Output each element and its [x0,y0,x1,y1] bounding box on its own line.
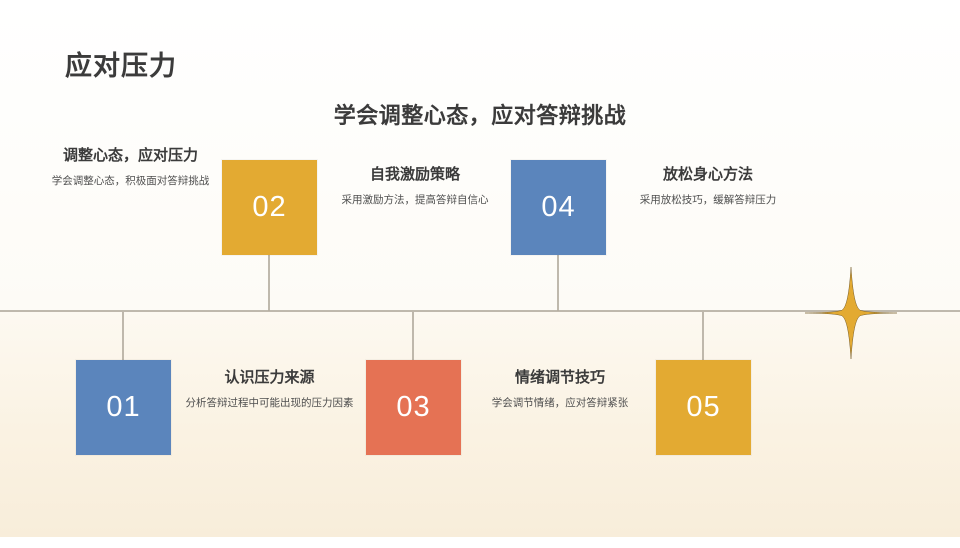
timeline-number-label: 01 [106,391,141,423]
timeline-item-body: 分析答辩过程中可能出现的压力因素 [185,397,354,410]
four-point-star-icon [804,266,898,360]
timeline-number-card-02[interactable]: 02 [222,160,317,255]
stem-connector-05 [702,312,704,360]
timeline-item-body: 学会调节情绪，应对答辩紧张 [491,397,629,410]
timeline-number-label: 05 [686,391,721,423]
stem-connector-01 [122,312,124,360]
timeline-number-card-04[interactable]: 04 [511,160,606,255]
background-footer-strip [0,537,960,548]
timeline-item-body: 采用激励方法，提高答辩自信心 [341,194,489,207]
timeline-item-title: 放松身心方法 [662,166,753,183]
stem-connector-04 [557,255,559,311]
timeline-item-title: 调整心态，应对压力 [62,147,198,164]
background-upper [0,0,960,311]
timeline-number-label: 03 [396,391,431,423]
timeline-text-block-01: 认识压力来源 分析答辩过程中可能出现的压力因素 [182,368,357,412]
stem-connector-02 [268,255,270,311]
page-title: 应对压力 [65,51,177,81]
timeline-text-block-02: 调整心态，应对压力 学会调整心态，积极面对答辩挑战 [48,146,213,190]
timeline-item-title: 情绪调节技巧 [514,369,605,386]
timeline-number-label: 02 [252,191,287,223]
timeline-axis [0,310,960,312]
timeline-item-body: 采用放松技巧，缓解答辩压力 [639,194,777,207]
timeline-item-title: 认识压力来源 [224,369,315,386]
stem-connector-03 [412,312,414,360]
timeline-number-card-05[interactable]: 05 [656,360,751,455]
page-subtitle: 学会调整心态，应对答辩挑战 [333,103,627,128]
timeline-item-title: 自我激励策略 [369,166,460,183]
timeline-item-body: 学会调整心态，积极面对答辩挑战 [51,175,210,188]
timeline-text-block-04: 自我激励策略 采用激励方法，提高答辩自信心 [330,165,500,209]
timeline-number-label: 04 [541,191,576,223]
timeline-number-card-03[interactable]: 03 [366,360,461,455]
timeline-number-card-01[interactable]: 01 [76,360,171,455]
timeline-text-block-05: 放松身心方法 采用放松技巧，缓解答辩压力 [618,165,798,209]
timeline-text-block-03: 情绪调节技巧 学会调节情绪，应对答辩紧张 [475,368,645,412]
